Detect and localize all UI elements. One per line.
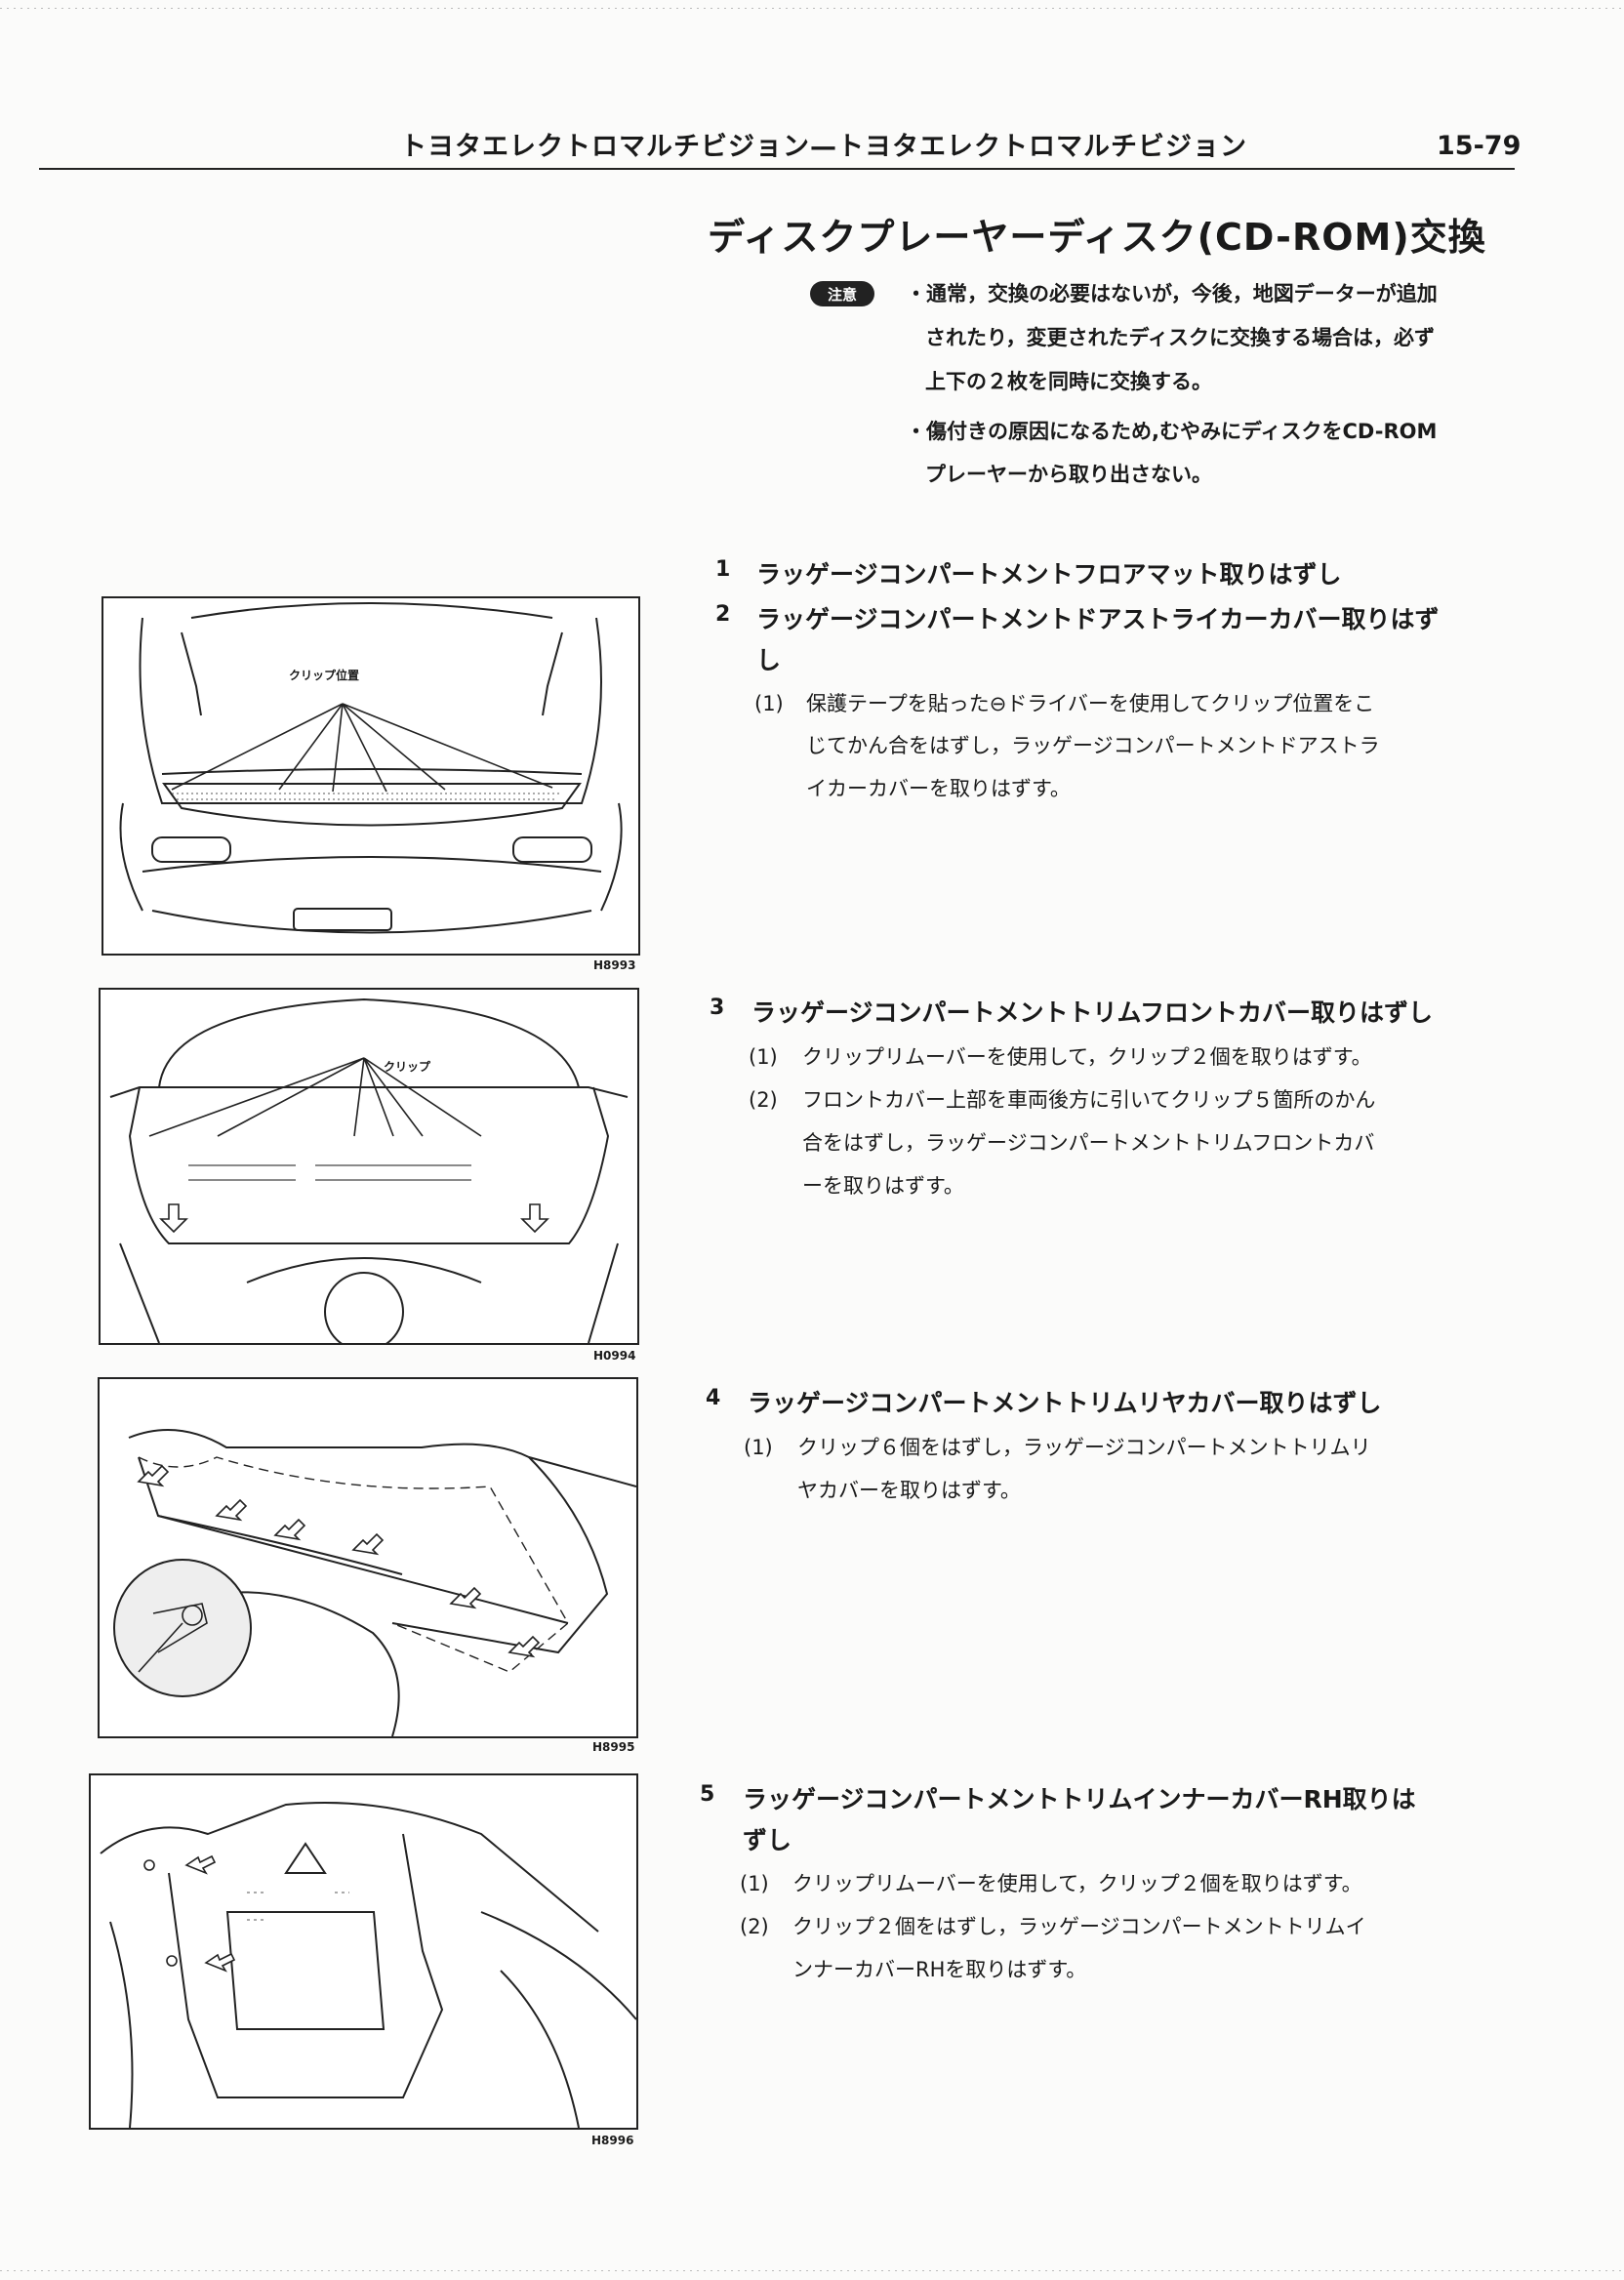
inner-cover-illustration [100,1802,636,2128]
trunk-illustration [119,602,623,934]
substep-text: クリップリムーバーを使用して，クリップ２個を取りはずす。 [792,1872,1362,1895]
step-number: 3 [710,996,725,1020]
note-line: されたり，変更されたディスクに交換する場合は，必ず [925,326,1436,349]
step-number: 1 [715,557,731,582]
substep-text: 合をはずし，ラッゲージコンパートメントトリムフロントカバ [802,1131,1375,1155]
figure-code: H8993 [593,958,636,972]
figure-code: H8995 [592,1740,635,1754]
substep-number: (1) [744,1436,773,1459]
substep-text: ーを取りはずす。 [802,1174,964,1198]
figure-inner-cover-rh [89,1773,638,2130]
step-title: ずし [743,1826,792,1854]
figure-trim-rear-cover [98,1377,638,1738]
header-title: トヨタエレクトロマルチビジョン—トヨタエレクトロマルチビジョン [400,132,1247,162]
trim-rear-illustration [113,1429,636,1736]
figure-callout: クリップ位置 [289,669,360,682]
substep-number: (2) [749,1088,778,1112]
step-title: ラッゲージコンパートメントドアストライカーカバー取りはず [756,605,1440,633]
detail-magnifier [113,1559,252,1697]
substep-text: クリップ２個をはずし，ラッゲージコンパートメントトリムイ [792,1915,1366,1938]
substep-text: クリップ６個をはずし，ラッゲージコンパートメントトリムリ [797,1436,1371,1459]
substep-number: (1) [754,692,784,715]
substep-text: 保護テープを貼った⊖ドライバーを使用してクリップ位置をこ [806,692,1375,715]
step-number: 2 [715,602,731,627]
substep-text: ンナーカバーRHを取りはずす。 [792,1958,1087,1981]
substep-number: (2) [740,1915,769,1938]
step-title: ラッゲージコンパートメントトリムリヤカバー取りはずし [748,1389,1382,1417]
substep-text: ヤカバーを取りはずす。 [797,1479,1021,1502]
step-title: ラッゲージコンパートメントフロアマット取りはずし [756,560,1342,589]
step-number: 5 [700,1782,715,1807]
substep-text: フロントカバー上部を車両後方に引いてクリップ５箇所のかん [802,1088,1376,1112]
figure-trunk-striker-cover: クリップ位置 [102,596,640,956]
note-line: ・通常，交換の必要はないが，今後，地図データーが追加 [906,282,1438,305]
step-title: ラッゲージコンパートメントトリムフロントカバー取りはずし [751,998,1434,1027]
trim-front-illustration [109,998,629,1343]
note-line: ・傷付きの原因になるため,むやみにディスクをCD-ROM [906,420,1438,443]
note-line: 上下の２枚を同時に交換する。 [925,370,1212,393]
substep-number: (1) [740,1872,769,1895]
step-number: 4 [706,1386,721,1410]
scan-edge-top [0,8,1624,9]
step-title: し [756,646,782,674]
figure-code: H0994 [593,1349,636,1363]
caution-badge: 注意 [810,281,874,306]
page-number: 15-79 [1437,131,1522,161]
figure-trim-front-cover: クリップ [99,988,639,1345]
substep-text: じてかん合をはずし，ラッゲージコンパートメントドアストラ [806,734,1380,757]
figure-callout: クリップ [384,1060,431,1074]
substep-number: (1) [749,1045,778,1069]
scan-edge-bottom [0,2270,1624,2271]
header-rule [39,168,1515,170]
substep-text: イカーカバーを取りはずす。 [806,777,1071,800]
substep-text: クリップリムーバーを使用して，クリップ２個を取りはずす。 [802,1045,1372,1069]
section-title: ディスクプレーヤーディスク(CD-ROM)交換 [708,216,1486,259]
figure-code: H8996 [591,2134,634,2147]
step-title: ラッゲージコンパートメントトリムインナーカバーRH取りは [743,1785,1416,1813]
note-line: プレーヤーから取り出さない。 [925,463,1212,486]
